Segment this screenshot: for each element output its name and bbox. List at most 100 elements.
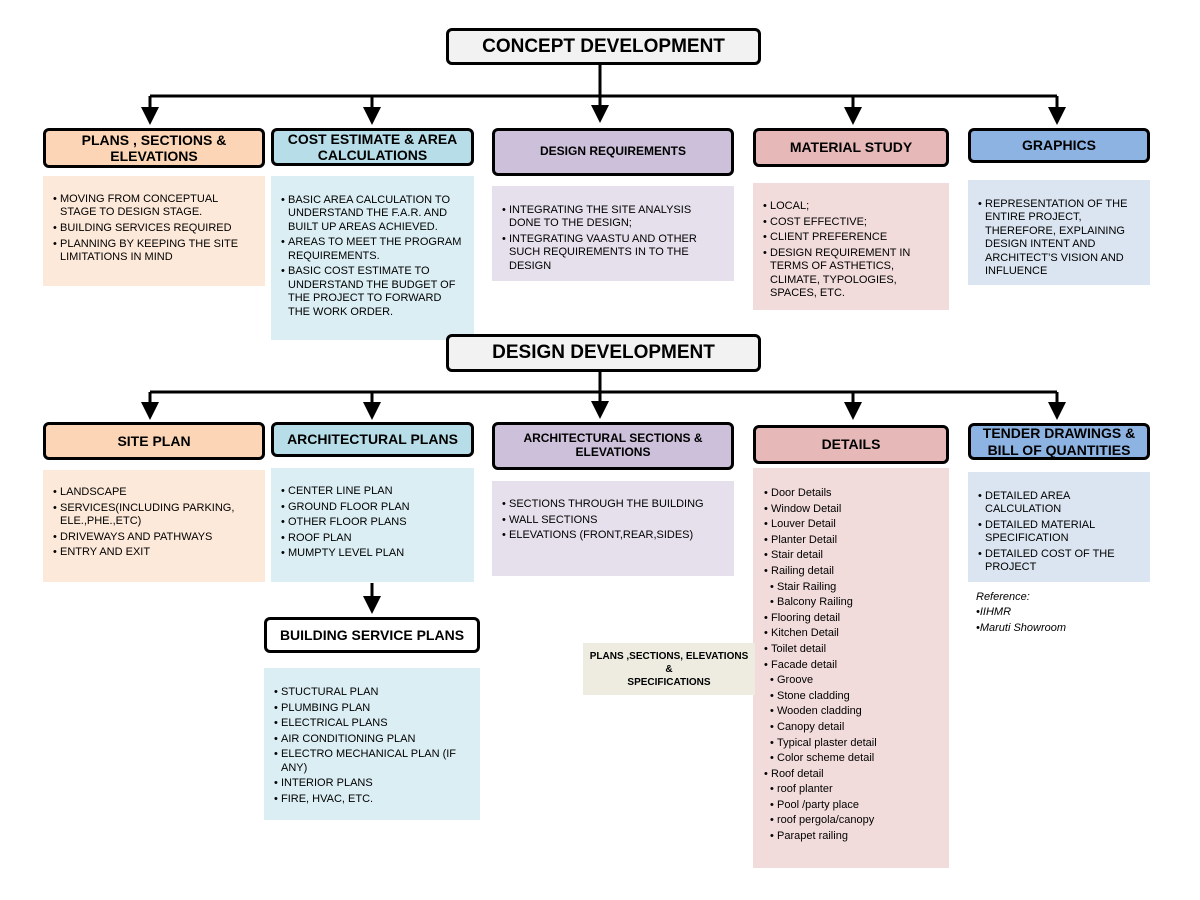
details-panel: Door DetailsWindow DetailLouver DetailPl… (753, 468, 949, 868)
architectural-sections-panel: SECTIONS THROUGH THE BUILDING WALL SECTI… (492, 481, 734, 576)
list-item: DETAILED COST OF THE PROJECT (978, 548, 1140, 575)
graphics-panel: REPRESENTATION OF THE ENTIRE PROJECT, TH… (968, 180, 1150, 285)
tender-drawings-header: TENDER DRAWINGS & BILL OF QUANTITIES (968, 423, 1150, 460)
reference-item: •IIHMR (976, 606, 1012, 619)
architectural-sections-title: ARCHITECTURAL SECTIONS & ELEVATIONS (523, 431, 703, 459)
reference-item: •Maruti Showroom (976, 621, 1067, 634)
site-plan-header: SITE PLAN (43, 422, 265, 460)
details-subitem: roof pergola/canopy (770, 814, 939, 828)
design-requirements-header: DESIGN REQUIREMENTS (492, 128, 734, 176)
details-subitem: Color scheme detail (770, 752, 939, 766)
list-item: ELECTRO MECHANICAL PLAN (IF ANY) (274, 748, 470, 775)
list-item: BASIC COST ESTIMATE TO UNDERSTAND THE BU… (281, 265, 464, 319)
list-item: MUMPTY LEVEL PLAN (281, 547, 464, 561)
list-item: GROUND FLOOR PLAN (281, 501, 464, 515)
details-subitem: Canopy detail (770, 721, 939, 735)
list-item: LANDSCAPE (53, 486, 255, 500)
tender-drawings-title: TENDER DRAWINGS & BILL OF QUANTITIES (982, 425, 1136, 458)
list-item: BUILDING SERVICES REQUIRED (53, 222, 255, 236)
plans-sections-elevations-panel: MOVING FROM CONCEPTUAL STAGE TO DESIGN S… (43, 176, 265, 286)
plans-sections-elevations-header: PLANS , SECTIONS & ELEVATIONS (43, 128, 265, 168)
cost-estimate-header: COST ESTIMATE & AREA CALCULATIONS (271, 128, 474, 166)
list-item: REPRESENTATION OF THE ENTIRE PROJECT, TH… (978, 198, 1140, 278)
list-item: CLIENT PREFERENCE (763, 231, 939, 245)
building-service-plans-title: BUILDING SERVICE PLANS (279, 626, 465, 643)
building-service-plans-panel: STUCTURAL PLAN PLUMBING PLAN ELECTRICAL … (264, 668, 480, 820)
details-subitem: Balcony Railing (770, 596, 939, 610)
cost-estimate-title: COST ESTIMATE & AREA CALCULATIONS (287, 130, 458, 163)
details-item: Window Detail (764, 503, 939, 517)
design-requirements-title: DESIGN REQUIREMENTS (539, 144, 686, 159)
site-plan-panel: LANDSCAPE SERVICES(INCLUDING PARKING, EL… (43, 470, 265, 582)
details-item: Kitchen Detail (764, 627, 939, 641)
architectural-plans-panel: CENTER LINE PLAN GROUND FLOOR PLAN OTHER… (271, 468, 474, 582)
details-item: Stair detail (764, 549, 939, 563)
details-item: Railing detail (764, 565, 939, 579)
list-item: DRIVEWAYS AND PATHWAYS (53, 531, 255, 545)
list-item: INTEGRATING THE SITE ANALYSIS DONE TO TH… (502, 204, 724, 231)
details-item: Door Details (764, 487, 939, 501)
list-item: WALL SECTIONS (502, 514, 724, 528)
details-subitem: Parapet railing (770, 830, 939, 844)
building-service-plans-header: BUILDING SERVICE PLANS (264, 617, 480, 653)
list-item: MOVING FROM CONCEPTUAL STAGE TO DESIGN S… (53, 193, 255, 220)
list-item: ELECTRICAL PLANS (274, 717, 470, 731)
list-item: ENTRY AND EXIT (53, 546, 255, 560)
list-item: BASIC AREA CALCULATION TO UNDERSTAND THE… (281, 194, 464, 234)
details-header: DETAILS (753, 425, 949, 464)
architectural-plans-title: ARCHITECTURAL PLANS (287, 431, 458, 448)
list-item: SECTIONS THROUGH THE BUILDING (502, 498, 724, 512)
list-item: ROOF PLAN (281, 532, 464, 546)
plans-sections-elevations-title: PLANS , SECTIONS & ELEVATIONS (81, 131, 227, 164)
list-item: COST EFFECTIVE; (763, 216, 939, 230)
details-subitem: roof planter (770, 783, 939, 797)
list-item: SERVICES(INCLUDING PARKING, ELE.,PHE.,ET… (53, 502, 255, 529)
material-study-header: MATERIAL STUDY (753, 128, 949, 167)
details-item: Facade detail (764, 659, 939, 673)
details-subitem: Stair Railing (770, 581, 939, 595)
graphics-header: GRAPHICS (968, 128, 1150, 163)
list-item: ELEVATIONS (FRONT,REAR,SIDES) (502, 529, 724, 543)
details-item: Louver Detail (764, 518, 939, 532)
list-item: CENTER LINE PLAN (281, 485, 464, 499)
reference-note: Reference: •IIHMR •Maruti Showroom (976, 590, 1146, 636)
details-item: Roof detail (764, 768, 939, 782)
design-development-title-text: DESIGN DEVELOPMENT (492, 342, 715, 364)
list-item: DETAILED MATERIAL SPECIFICATION (978, 519, 1140, 546)
details-item: Planter Detail (764, 534, 939, 548)
details-item: Flooring detail (764, 612, 939, 626)
list-item: STUCTURAL PLAN (274, 686, 470, 700)
side-label-line: PLANS ,SECTIONS, ELEVATIONS (589, 650, 749, 662)
material-study-panel: LOCAL; COST EFFECTIVE; CLIENT PREFERENCE… (753, 183, 949, 310)
list-item: INTEGRATING VAASTU AND OTHER SUCH REQUIR… (502, 233, 724, 273)
list-item: AIR CONDITIONING PLAN (274, 733, 470, 747)
details-subitem: Wooden cladding (770, 705, 939, 719)
list-item: OTHER FLOOR PLANS (281, 516, 464, 530)
side-label-line: & (665, 663, 673, 675)
list-item: PLANNING BY KEEPING THE SITE LIMITATIONS… (53, 238, 255, 265)
details-subitem: Pool /party place (770, 799, 939, 813)
concept-development-title-text: CONCEPT DEVELOPMENT (482, 35, 725, 57)
details-subitem: Typical plaster detail (770, 737, 939, 751)
details-subitem: Groove (770, 674, 939, 688)
architectural-sections-header: ARCHITECTURAL SECTIONS & ELEVATIONS (492, 422, 734, 470)
reference-title: Reference: (976, 591, 1030, 603)
list-item: FIRE, HVAC, ETC. (274, 793, 470, 807)
list-item: DETAILED AREA CALCULATION (978, 490, 1140, 517)
site-plan-title: SITE PLAN (117, 432, 191, 449)
concept-development-title: CONCEPT DEVELOPMENT (446, 28, 761, 65)
list-item: PLUMBING PLAN (274, 702, 470, 716)
design-requirements-panel: INTEGRATING THE SITE ANALYSIS DONE TO TH… (492, 186, 734, 281)
architectural-plans-header: ARCHITECTURAL PLANS (271, 422, 474, 457)
graphics-title: GRAPHICS (1022, 137, 1096, 154)
side-label-line: SPECIFICATIONS (627, 676, 711, 688)
tender-drawings-panel: DETAILED AREA CALCULATION DETAILED MATER… (968, 472, 1150, 582)
list-item: AREAS TO MEET THE PROGRAM REQUIREMENTS. (281, 236, 464, 263)
list-item: INTERIOR PLANS (274, 777, 470, 791)
list-item: LOCAL; (763, 200, 939, 214)
cost-estimate-panel: BASIC AREA CALCULATION TO UNDERSTAND THE… (271, 176, 474, 340)
details-title: DETAILS (821, 436, 881, 453)
details-list: Door DetailsWindow DetailLouver DetailPl… (764, 487, 939, 844)
list-item: DESIGN REQUIREMENT IN TERMS OF ASTHETICS… (763, 247, 939, 301)
material-study-title: MATERIAL STUDY (789, 139, 913, 156)
